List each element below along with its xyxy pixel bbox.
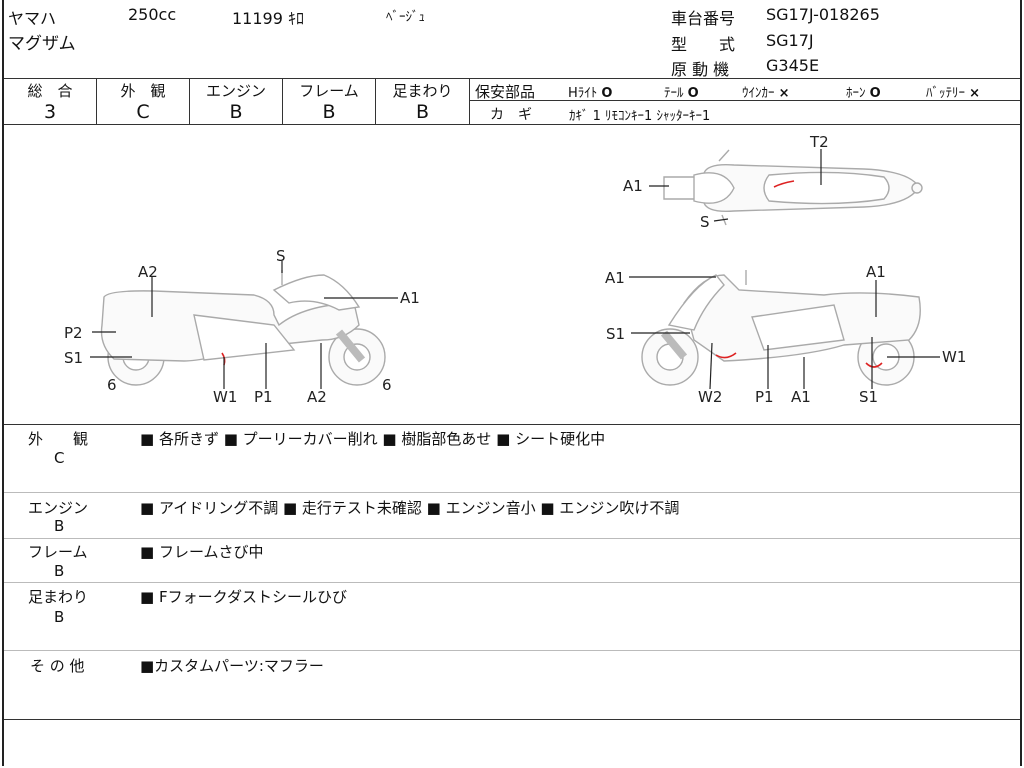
color: ﾍﾞｰｼﾞｭ bbox=[386, 10, 425, 25]
note-grade-exterior: C bbox=[54, 449, 65, 467]
code-w1-left: W1 bbox=[213, 388, 237, 406]
note-label-frame: フレーム bbox=[28, 543, 88, 561]
key-label: カ ギ bbox=[490, 107, 532, 123]
note-label-suspension: 足まわり bbox=[28, 588, 89, 606]
grade-label-engine: エンジン bbox=[205, 82, 266, 100]
note-grade-frame: B bbox=[54, 562, 65, 580]
code-p1-left: P1 bbox=[254, 388, 273, 406]
frame-label: 車台番号 bbox=[671, 9, 736, 28]
code-a2-left-bottom: A2 bbox=[307, 388, 327, 406]
scooter-right-view bbox=[641, 270, 921, 386]
note-grade-suspension: B bbox=[54, 608, 65, 626]
grade-value-engine: B bbox=[229, 101, 243, 123]
safety-item-tail: ﾃｰﾙ O bbox=[664, 86, 699, 101]
leader-lines bbox=[90, 149, 940, 390]
safety-item-horn: ﾎｰﾝ O bbox=[846, 86, 881, 101]
damage-diagram: T2 A1 S A2 S A1 P2 S1 6 6 W1 P1 A2 A1 A1… bbox=[64, 133, 966, 406]
grade-value-frame: B bbox=[322, 101, 336, 123]
grade-label-overall: 総 合 bbox=[27, 82, 73, 100]
divider bbox=[96, 78, 97, 124]
mileage: 11199 ｷﾛ bbox=[232, 9, 304, 28]
divider bbox=[189, 78, 190, 124]
code-a2-left-top: A2 bbox=[138, 263, 158, 281]
code-w2-right: W2 bbox=[698, 388, 722, 406]
code-a1-top: A1 bbox=[623, 177, 643, 195]
grade-label-exterior: 外 観 bbox=[120, 82, 166, 100]
code-t2: T2 bbox=[809, 133, 829, 151]
divider bbox=[4, 492, 1020, 493]
code-a1-right-tr: A1 bbox=[866, 263, 886, 281]
note-text-engine: ■ アイドリング不調 ■ 走行テスト未確認 ■ エンジン音小 ■ エンジン吹け不… bbox=[140, 499, 680, 517]
divider bbox=[4, 582, 1020, 583]
safety-item-headlight: Hﾗｲﾄ O bbox=[568, 86, 613, 101]
safety-item-winker: ｳｲﾝｶｰ × bbox=[742, 86, 790, 101]
frame-number: SG17J-018265 bbox=[766, 5, 880, 24]
divider bbox=[4, 719, 1020, 720]
note-text-other: ■カスタムパーツ:マフラー bbox=[140, 657, 324, 675]
divider bbox=[4, 78, 1020, 79]
code-a1-right-bottom: A1 bbox=[791, 388, 811, 406]
code-6-left: 6 bbox=[107, 376, 117, 394]
code-s1-right-bottom: S1 bbox=[859, 388, 878, 406]
code-s1-right: S1 bbox=[606, 325, 625, 343]
model-name: マグザム bbox=[8, 34, 76, 54]
code-p2-left: P2 bbox=[64, 324, 83, 342]
key-value: ｶｷﾞ 1 ﾘﾓｺﾝｷｰ1 ｼｬｯﾀｰｷｰ1 bbox=[569, 109, 711, 124]
displacement: 250cc bbox=[128, 5, 177, 24]
note-label-other: そ の 他 bbox=[30, 657, 85, 675]
grade-label-frame: フレーム bbox=[299, 82, 359, 100]
scooter-left-view bbox=[100, 270, 386, 386]
code-6-right: 6 bbox=[382, 376, 392, 394]
divider bbox=[375, 78, 376, 124]
engine-value: G345E bbox=[766, 56, 820, 75]
code-a1-left: A1 bbox=[400, 289, 420, 307]
code-p1-right: P1 bbox=[755, 388, 774, 406]
grade-label-suspension: 足まわり bbox=[392, 82, 453, 100]
divider bbox=[282, 78, 283, 124]
note-label-engine: エンジン bbox=[28, 499, 89, 517]
note-label-exterior: 外 観 bbox=[28, 430, 89, 448]
maker: ヤマハ bbox=[8, 9, 57, 28]
safety-label: 保安部品 bbox=[475, 83, 536, 101]
divider bbox=[4, 424, 1020, 425]
note-text-frame: ■ フレームさび中 bbox=[140, 543, 264, 561]
safety-item-battery: ﾊﾞｯﾃﾘｰ × bbox=[926, 86, 981, 101]
part-codes: T2 A1 S A2 S A1 P2 S1 6 6 W1 P1 A2 A1 A1… bbox=[64, 133, 966, 406]
divider bbox=[470, 100, 1020, 101]
note-grade-engine: B bbox=[54, 517, 65, 535]
grade-value-suspension: B bbox=[415, 101, 430, 123]
engine-label: 原 動 機 bbox=[671, 60, 730, 79]
type-label: 型 式 bbox=[671, 35, 736, 54]
code-a1-right-tl: A1 bbox=[605, 269, 625, 287]
note-text-exterior: ■ 各所きず ■ プーリーカバー削れ ■ 樹脂部色あせ ■ シート硬化中 bbox=[140, 430, 606, 448]
divider bbox=[4, 124, 1020, 125]
grade-value-overall: 3 bbox=[43, 101, 57, 123]
divider bbox=[4, 538, 1020, 539]
code-w1-right: W1 bbox=[942, 348, 966, 366]
code-s-left: S bbox=[276, 247, 286, 265]
note-text-suspension: ■ Fフォークダストシールひび bbox=[140, 588, 347, 606]
scooter-top-view bbox=[663, 149, 923, 226]
code-s1-left: S1 bbox=[64, 349, 83, 367]
divider bbox=[4, 650, 1020, 651]
divider bbox=[469, 78, 470, 124]
type-value: SG17J bbox=[766, 31, 814, 50]
code-s-top: S bbox=[700, 213, 710, 231]
grade-value-exterior: C bbox=[136, 101, 150, 123]
